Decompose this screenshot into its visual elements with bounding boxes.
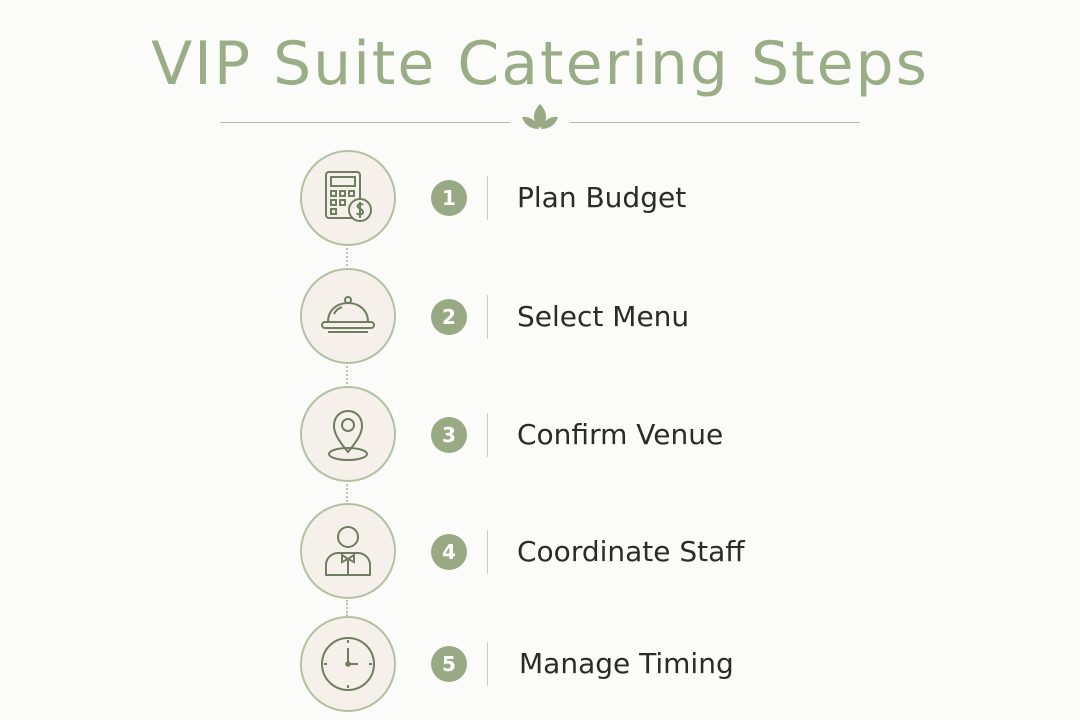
step-5-icon-circle bbox=[300, 616, 396, 712]
step-separator bbox=[487, 530, 488, 574]
title-divider-left bbox=[220, 122, 510, 123]
leaf-icon bbox=[522, 104, 558, 129]
step-3-number: 3 bbox=[431, 417, 467, 453]
step-2-number: 2 bbox=[431, 299, 467, 335]
step-2-label: Select Menu bbox=[517, 300, 690, 333]
calculator-dollar-icon bbox=[325, 171, 372, 222]
step-separator bbox=[487, 295, 488, 339]
step-5-number: 5 bbox=[431, 646, 467, 682]
step-separator bbox=[487, 176, 488, 220]
step-connector bbox=[346, 248, 348, 266]
step-connector bbox=[346, 600, 348, 616]
step-1-number: 1 bbox=[431, 180, 467, 216]
step-2-icon-circle bbox=[300, 268, 396, 364]
step-4-icon-circle bbox=[300, 503, 396, 599]
step-1-icon-circle bbox=[300, 150, 396, 246]
step-4-number: 4 bbox=[431, 534, 467, 570]
step-3-icon-circle bbox=[300, 386, 396, 482]
page-title: VIP Suite Catering Steps bbox=[151, 29, 929, 99]
step-connector bbox=[346, 366, 348, 384]
waiter-icon bbox=[325, 526, 371, 576]
title-divider-right bbox=[570, 122, 860, 123]
step-4-label: Coordinate Staff bbox=[517, 535, 745, 568]
step-connector bbox=[346, 484, 348, 502]
step-1-label: Plan Budget bbox=[517, 181, 687, 214]
step-separator bbox=[487, 642, 488, 686]
cloche-icon bbox=[321, 296, 375, 333]
map-pin-icon bbox=[328, 409, 368, 461]
step-separator bbox=[487, 413, 488, 457]
step-5-label: Manage Timing bbox=[519, 647, 734, 680]
clock-icon bbox=[321, 637, 375, 691]
step-3-label: Confirm Venue bbox=[517, 418, 724, 451]
